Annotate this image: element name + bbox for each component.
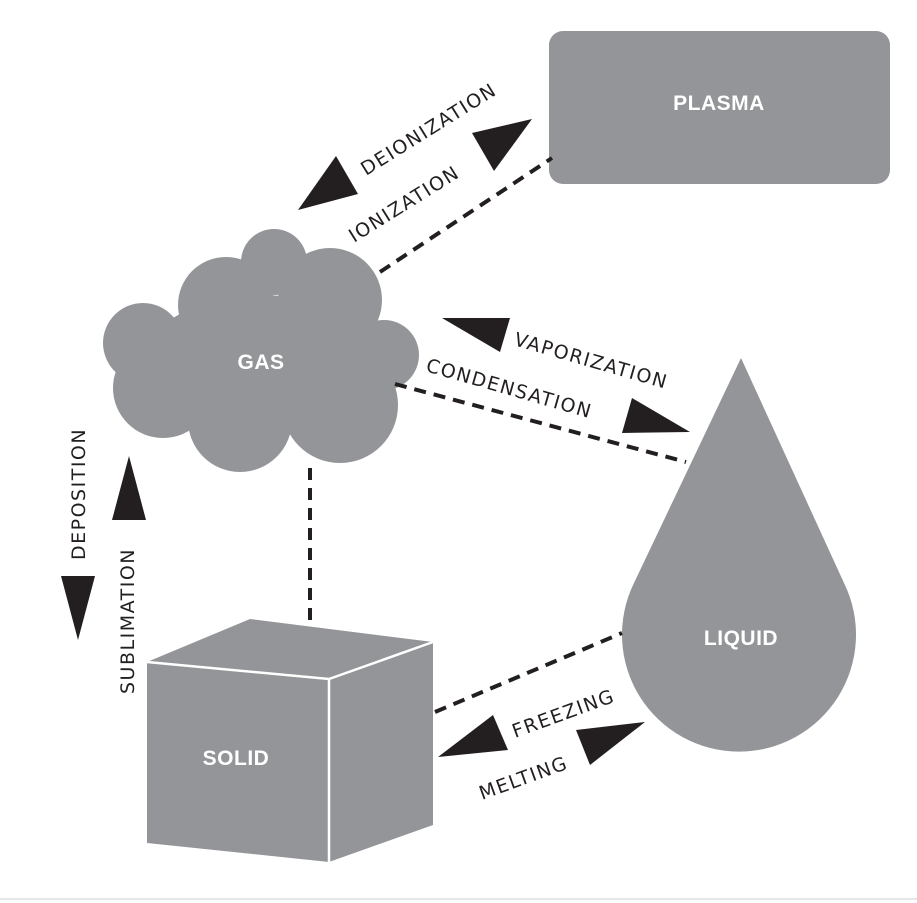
gas-plasma-connector (378, 156, 554, 274)
ionization-arrow (472, 119, 532, 171)
plasma-label: PLASMA (673, 92, 765, 115)
plasma-box (549, 31, 890, 184)
gas-label: GAS (237, 351, 284, 374)
deposition-arrow (61, 576, 95, 640)
solid-cube (146, 619, 434, 862)
melting-arrow (576, 722, 645, 765)
vaporization-label: VAPORIZATION (512, 329, 671, 394)
ionization-label: IONIZATION (345, 162, 464, 248)
gas-liquid-connector (394, 382, 687, 464)
gas-node: GAS (103, 229, 419, 472)
liquid-drop (622, 358, 856, 752)
gas-cloud (103, 229, 419, 472)
solid-node: SOLID (146, 619, 434, 862)
sublimation-label: SUBLIMATION (117, 548, 139, 694)
plasma-node: PLASMA (549, 31, 890, 184)
deionization-label: DEIONIZATION (357, 79, 501, 180)
sublimation-arrow (112, 456, 146, 520)
vaporization-arrow (442, 318, 510, 352)
melting-label: MELTING (476, 752, 571, 804)
solid-liquid-connector (434, 631, 623, 714)
liquid-label: LIQUID (704, 627, 778, 650)
deionization-arrow (298, 156, 358, 210)
condensation-arrow (622, 398, 690, 433)
freezing-arrow (438, 715, 508, 757)
liquid-node: LIQUID (622, 358, 856, 752)
deposition-label: DEPOSITION (68, 428, 90, 560)
solid-label: SOLID (203, 747, 270, 770)
